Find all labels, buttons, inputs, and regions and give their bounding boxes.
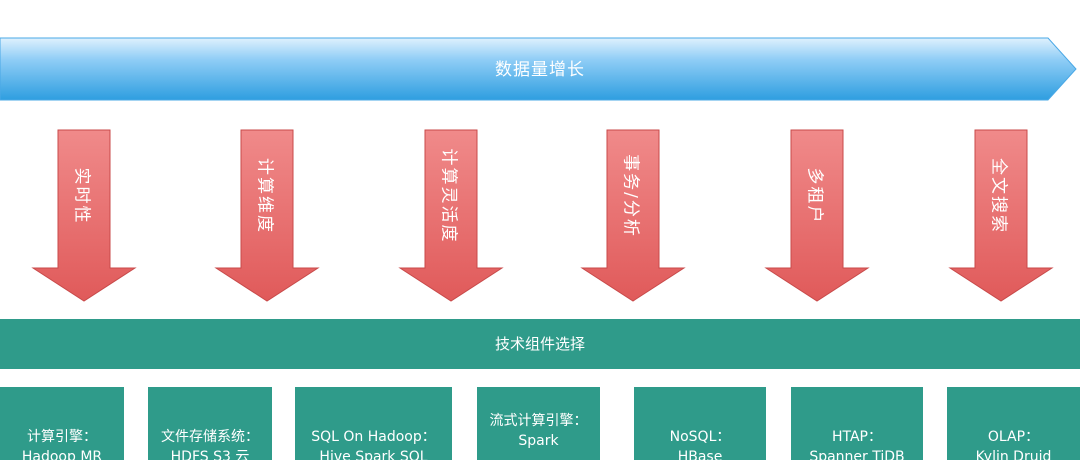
component-box-4: 流式计算引擎： Spark: [477, 387, 600, 460]
component-category: SQL On Hadoop：: [311, 429, 436, 445]
arrow-label: 计算维度: [254, 158, 275, 234]
down-arrow-shape: [31, 129, 137, 302]
component-tools: Kylin Druid: [975, 449, 1052, 460]
component-tools: Spark: [518, 433, 559, 449]
component-tools: Spanner TiDB: [809, 449, 905, 460]
component-box-2: 文件存储系统： HDFS S3 云: [148, 387, 272, 460]
component-category: 文件存储系统：: [161, 429, 259, 445]
down-arrow-shape: [580, 129, 686, 302]
arrow-label: 事务/分析: [620, 154, 641, 238]
component-category: 计算引擎：: [27, 429, 97, 445]
down-arrow-shape: [764, 129, 870, 302]
banner-arrow-shape: [0, 37, 1077, 101]
down-arrow-shape: [398, 129, 504, 302]
down-arrow-2: 计算维度: [214, 128, 320, 304]
component-box-5: NoSQL： HBase: [634, 387, 766, 460]
banner-title: 数据量增长: [495, 60, 585, 80]
arrow-label: 计算灵活度: [438, 148, 459, 244]
component-tools: HDFS S3 云: [170, 449, 250, 460]
component-category: 流式计算引擎：: [489, 413, 588, 429]
down-arrow-6: 全文搜索: [948, 128, 1054, 304]
component-category: OLAP：: [987, 429, 1040, 445]
component-category: HTAP：: [831, 429, 882, 445]
data-growth-banner: 数据量增长: [0, 0, 1080, 105]
component-box-7: OLAP： Kylin Druid: [947, 387, 1080, 460]
component-tools: HBase: [677, 449, 723, 460]
component-tools: Hadoop MR: [21, 449, 103, 460]
down-arrow-3: 计算灵活度: [398, 128, 504, 304]
component-box-6: HTAP： Spanner TiDB: [791, 387, 923, 460]
down-arrow-shape: [214, 129, 320, 302]
down-arrow-shape: [948, 129, 1054, 302]
component-box-3: SQL On Hadoop： Hive Spark SQL: [295, 387, 452, 460]
down-arrow-4: 事务/分析: [580, 128, 686, 304]
tech-selection-bar: 技术组件选择: [0, 319, 1080, 369]
arrow-label: 多租户: [804, 167, 825, 225]
arrow-label: 全文搜索: [988, 158, 1009, 234]
arrow-label: 实时性: [71, 167, 92, 225]
down-arrow-1: 实时性: [31, 128, 137, 304]
component-box-1: 计算引擎： Hadoop MR: [0, 387, 124, 460]
down-arrow-5: 多租户: [764, 128, 870, 304]
component-tools: Hive Spark SQL: [319, 449, 428, 460]
component-category: NoSQL：: [669, 429, 731, 445]
